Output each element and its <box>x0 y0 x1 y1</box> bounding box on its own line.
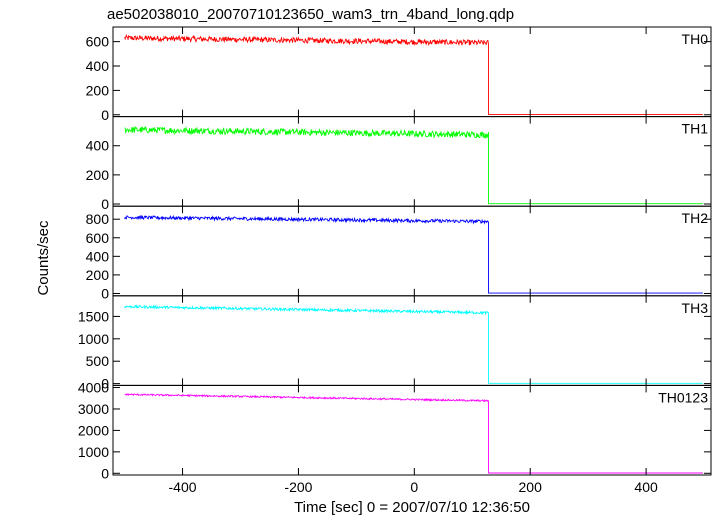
panel-frame <box>112 295 712 386</box>
y-tick-label: 1000 <box>78 331 109 347</box>
series-line-th3 <box>124 304 703 384</box>
y-tick-label: 2000 <box>78 422 109 438</box>
y-tick-label: 200 <box>86 82 110 98</box>
y-tick-label: 600 <box>86 230 110 246</box>
y-tick-label: 3000 <box>78 401 109 417</box>
panel-th2: 0 200 400 600 800 TH2 <box>86 205 712 301</box>
band-label: TH0 <box>682 31 709 47</box>
series-line-th2 <box>124 214 703 294</box>
y-tick-label: 500 <box>86 353 110 369</box>
panel-th1: 0 200 400 TH1 <box>86 116 712 212</box>
x-tick-label: -400 <box>169 479 197 495</box>
panel-frame <box>112 116 712 207</box>
y-tick-label: 400 <box>86 248 110 264</box>
x-tick-label: 200 <box>519 479 543 495</box>
panel-frame <box>112 205 712 297</box>
y-tick-label: 4000 <box>78 380 109 396</box>
y-axis-label: Counts/sec <box>35 220 52 296</box>
y-tick-label: 1000 <box>78 444 109 460</box>
x-tick-label: -200 <box>284 479 312 495</box>
y-tick-label: 800 <box>86 211 110 227</box>
x-tick-label: 400 <box>634 479 658 495</box>
y-tick-label: 1500 <box>78 308 109 324</box>
y-tick-label: 0 <box>101 107 109 123</box>
panel-th0: 0 200 400 600 TH0 <box>86 26 712 123</box>
series-line-th0123 <box>124 393 703 474</box>
series-line-th0 <box>124 33 703 115</box>
band-label: TH0123 <box>658 389 708 405</box>
x-tick-label: 0 <box>410 479 418 495</box>
series-line-th1 <box>124 125 703 205</box>
y-tick-label: 0 <box>101 196 109 212</box>
y-tick-label: 400 <box>86 58 110 74</box>
y-tick-label: 200 <box>86 267 110 283</box>
y-tick-label: 200 <box>86 167 110 183</box>
band-label: TH3 <box>682 300 709 316</box>
y-tick-label: 0 <box>101 465 109 481</box>
y-tick-label: 600 <box>86 34 110 50</box>
x-axis-label: Time [sec] 0 = 2007/07/10 12:36:50 <box>294 499 530 516</box>
y-tick-label: 0 <box>101 285 109 301</box>
band-label: TH1 <box>682 121 709 137</box>
y-tick-label: 400 <box>86 138 110 154</box>
panel-th3: 0 500 1000 1500 TH3 <box>78 295 712 392</box>
y-tick-label: 0 <box>101 376 109 392</box>
band-label: TH2 <box>682 210 709 226</box>
panel-frame <box>112 384 712 476</box>
chart-title: ae502038010_20070710123650_wam3_trn_4ban… <box>107 6 514 23</box>
